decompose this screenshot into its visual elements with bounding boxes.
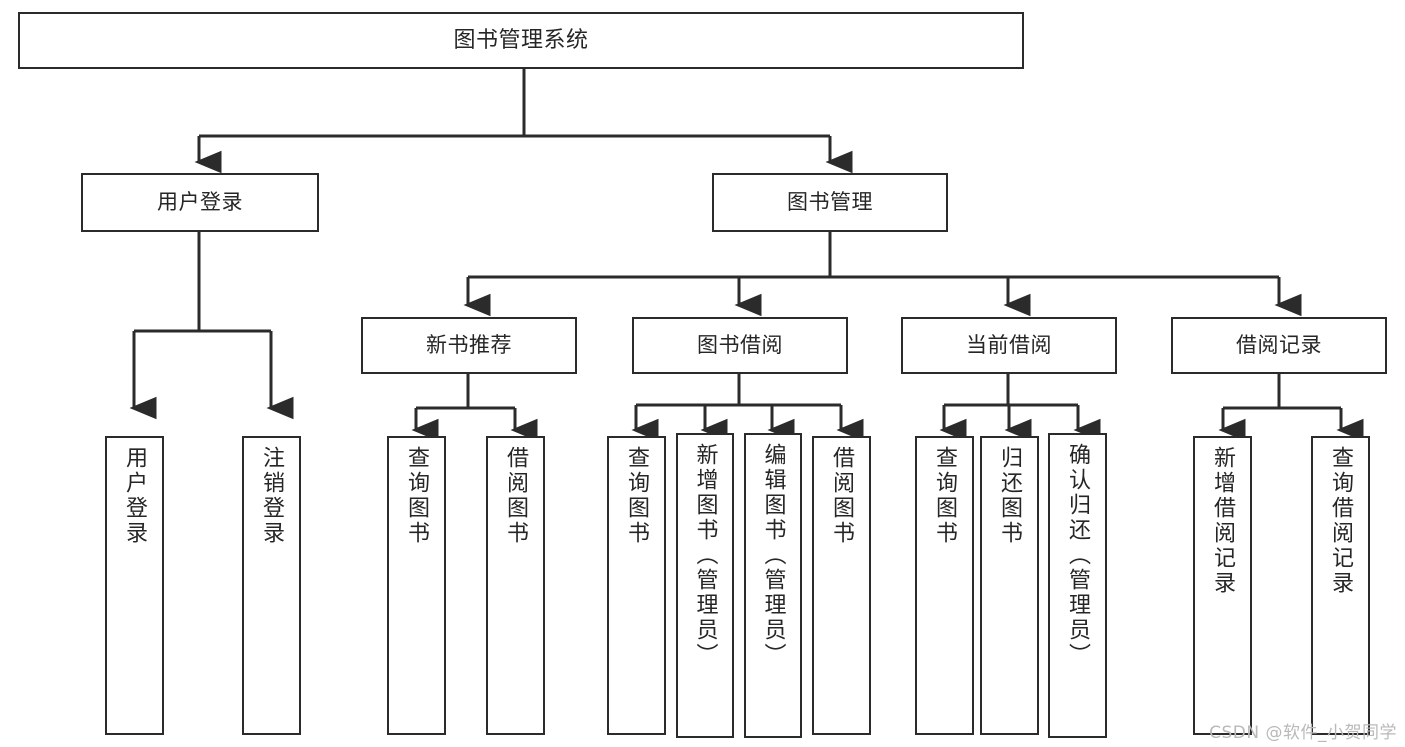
- node-label: 用户登录: [122, 446, 148, 546]
- leaf-confirm-return-admin[interactable]: 确认归还（管理员）: [1048, 433, 1107, 738]
- leaf-query-book-borrow[interactable]: 查询图书: [607, 436, 666, 735]
- node-book-management[interactable]: 图书管理: [712, 173, 948, 232]
- node-new-book-recommend[interactable]: 新书推荐: [361, 317, 577, 374]
- leaf-return-book[interactable]: 归还图书: [980, 436, 1039, 735]
- leaf-query-borrow-record[interactable]: 查询借阅记录: [1311, 436, 1370, 735]
- leaf-user-login[interactable]: 用户登录: [105, 436, 164, 735]
- node-label: 确认归还（管理员）: [1065, 443, 1091, 668]
- node-label: 图书管理: [787, 190, 873, 215]
- leaf-query-book-current[interactable]: 查询图书: [915, 436, 974, 735]
- leaf-logout[interactable]: 注销登录: [242, 436, 301, 735]
- leaf-add-book-admin[interactable]: 新增图书（管理员）: [676, 433, 734, 738]
- node-label: 图书借阅: [697, 333, 783, 358]
- node-user-login[interactable]: 用户登录: [81, 173, 319, 232]
- node-label: 借阅图书: [829, 446, 855, 546]
- node-label: 新增借阅记录: [1210, 446, 1236, 596]
- node-label: 编辑图书（管理员）: [760, 443, 786, 668]
- node-label: 新书推荐: [426, 333, 512, 358]
- node-label: 查询图书: [624, 446, 650, 546]
- node-label: 借阅记录: [1236, 333, 1322, 358]
- leaf-borrow-book[interactable]: 借阅图书: [812, 436, 871, 735]
- node-label: 用户登录: [157, 190, 243, 215]
- leaf-borrow-book-recommend[interactable]: 借阅图书: [486, 436, 545, 735]
- node-label: 当前借阅: [966, 333, 1052, 358]
- node-label: 图书管理系统: [453, 27, 589, 53]
- leaf-add-borrow-record[interactable]: 新增借阅记录: [1193, 436, 1252, 735]
- node-label: 借阅图书: [503, 446, 529, 546]
- leaf-edit-book-admin[interactable]: 编辑图书（管理员）: [744, 433, 802, 738]
- node-label: 查询图书: [932, 446, 958, 546]
- node-book-borrow[interactable]: 图书借阅: [632, 317, 848, 374]
- node-label: 查询借阅记录: [1328, 446, 1354, 596]
- watermark-text: CSDN @软件_小贺同学: [1209, 723, 1397, 743]
- node-current-borrow[interactable]: 当前借阅: [901, 317, 1117, 374]
- leaf-query-book-recommend[interactable]: 查询图书: [387, 436, 446, 735]
- node-label: 归还图书: [997, 446, 1023, 546]
- node-label: 查询图书: [404, 446, 430, 546]
- node-label: 注销登录: [259, 446, 285, 546]
- node-root-system[interactable]: 图书管理系统: [18, 12, 1024, 69]
- node-label: 新增图书（管理员）: [692, 443, 718, 668]
- node-borrow-record[interactable]: 借阅记录: [1171, 317, 1387, 374]
